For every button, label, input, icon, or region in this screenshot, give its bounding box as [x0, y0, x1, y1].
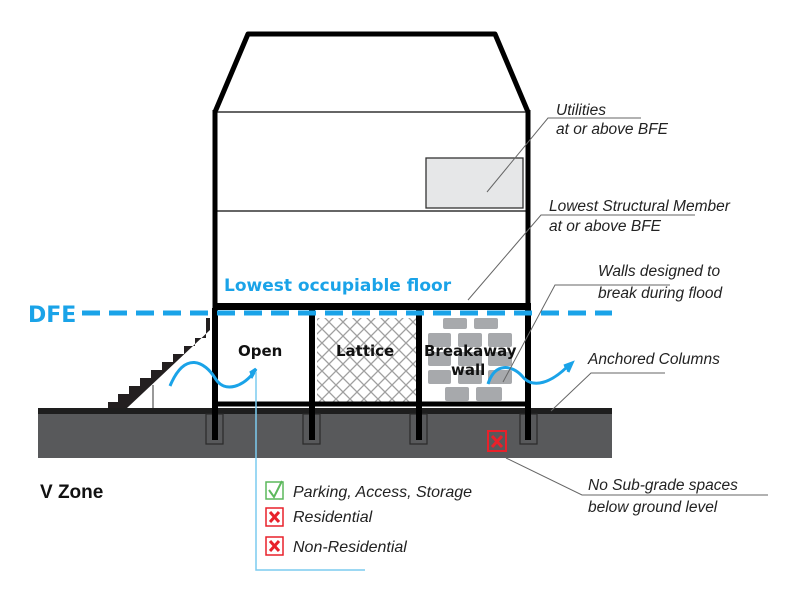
callout-structural-2: at or above BFE	[549, 218, 662, 235]
allowed-use-item: Parking, Access, Storage	[265, 480, 472, 501]
house	[212, 31, 531, 310]
allowed-use-item: Residential	[265, 507, 373, 527]
bay-label-breakaway: Breakaway	[424, 342, 517, 360]
callout-structural: Lowest Structural Member	[549, 198, 731, 215]
callout-columns: Anchored Columns	[587, 351, 720, 368]
bay-label-open: Open	[238, 342, 282, 360]
callout-subgrade-2: below ground level	[588, 499, 718, 516]
water-flow-arrow	[168, 361, 258, 389]
dfe-label: DFE	[28, 303, 76, 328]
svg-text:Residential: Residential	[293, 509, 373, 526]
zone-label: V Zone	[40, 482, 103, 503]
roof	[212, 31, 531, 113]
callout-utilities: Utilities	[556, 102, 606, 119]
callout-subgrade: No Sub-grade spaces	[588, 477, 738, 494]
utility-box	[425, 157, 524, 209]
water-flow-arrow	[486, 360, 575, 385]
svg-text:Parking, Access, Storage: Parking, Access, Storage	[293, 484, 472, 501]
leader-lines	[467, 117, 768, 496]
allowed-use-item: Non-Residential	[265, 536, 407, 556]
svg-text:Non-Residential: Non-Residential	[293, 539, 407, 556]
ground	[38, 408, 612, 458]
anchored-columns	[212, 308, 531, 440]
bay-label-lattice: Lattice	[336, 342, 394, 360]
lowest-floor-slab	[213, 303, 531, 310]
callout-walls-2: break during flood	[598, 285, 723, 302]
callout-walls: Walls designed to	[598, 263, 720, 280]
uses-bracket	[255, 372, 365, 571]
stairs	[108, 318, 210, 408]
bay-label-breakaway-2: wall	[451, 361, 485, 379]
callout-utilities-2: at or above BFE	[556, 121, 669, 138]
bay-lattice	[317, 318, 417, 402]
subgrade-x-marker	[487, 430, 507, 452]
bay-breakaway-bricks	[428, 318, 512, 401]
lowest-floor-label: Lowest occupiable floor	[224, 276, 452, 296]
